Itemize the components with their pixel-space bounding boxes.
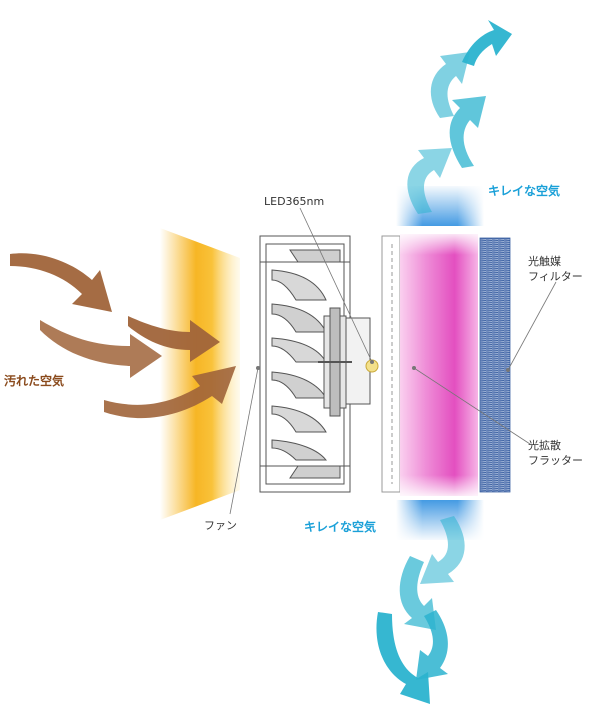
dirty-air-arrows — [10, 253, 236, 419]
clean-air-arrows-top — [407, 20, 512, 214]
clean-air-arrow — [430, 52, 470, 118]
dirty-air-label: 汚れた空気 — [4, 374, 65, 388]
fan-drawing — [259, 235, 371, 493]
led-leader-line — [299, 207, 373, 363]
clean-air-label-top: キレイな空気 — [488, 184, 561, 198]
filter-label-line1: 光触媒 — [528, 255, 561, 268]
diffuser-leader-line — [413, 367, 531, 445]
clean-air-arrows-bottom — [376, 516, 465, 704]
light-diffuser-fade — [400, 234, 478, 496]
dirty-air-arrow — [104, 366, 236, 419]
diffuser-label-line2: フラッター — [528, 454, 583, 467]
diffuser-label-line1: 光拡散 — [528, 439, 561, 452]
fan-leader-line — [229, 367, 259, 515]
dirty-air-arrow — [10, 253, 112, 312]
dirty-air-arrow — [40, 320, 162, 378]
clean-air-arrow — [376, 612, 430, 704]
photocatalyst-filter — [479, 237, 511, 493]
clean-air-band-bottom — [396, 500, 484, 540]
clean-air-arrow — [416, 610, 448, 680]
clean-air-label-bottom: キレイな空気 — [304, 520, 377, 534]
clean-air-arrow — [420, 516, 465, 584]
clean-air-arrow — [462, 20, 512, 66]
clean-air-arrow — [399, 556, 436, 630]
dirty-air-arrow — [128, 316, 220, 362]
clean-air-arrow — [449, 96, 486, 168]
intake-glow — [160, 228, 240, 520]
led-label: LED365nm — [264, 195, 325, 208]
filter-label-line2: フィルター — [528, 270, 583, 283]
leader-lines — [229, 207, 557, 515]
fan-label: ファン — [204, 519, 237, 532]
filter-leader-line — [507, 281, 557, 371]
clean-air-arrow — [407, 148, 452, 214]
diffuser-frame — [381, 235, 401, 493]
